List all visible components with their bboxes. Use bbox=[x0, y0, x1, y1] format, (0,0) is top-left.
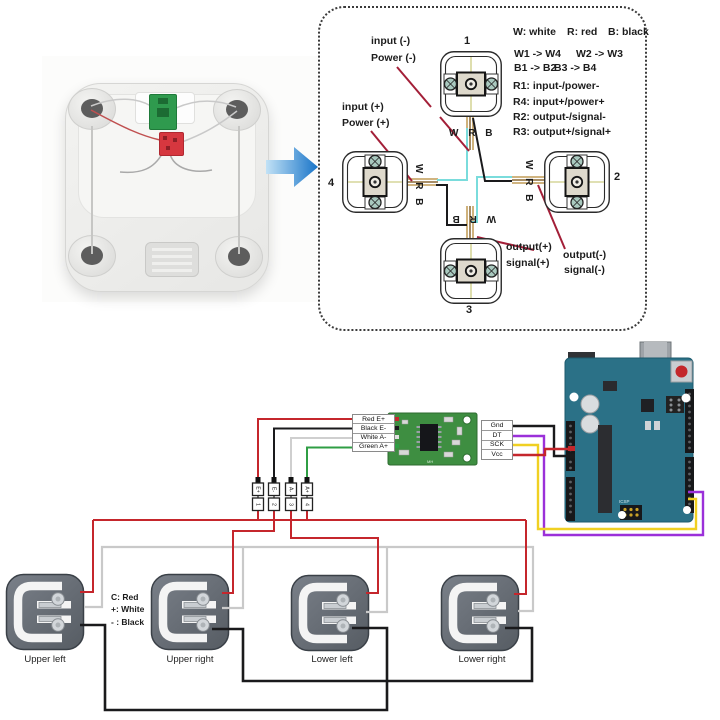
pin-label-green-a-plus: Green A+ bbox=[353, 441, 394, 451]
load-cell-symbol-2 bbox=[543, 150, 611, 214]
caption-upper-right: Upper right bbox=[166, 654, 214, 665]
legend-w-pair2: W2 -> W3 bbox=[576, 48, 623, 60]
battery-compartment bbox=[145, 242, 199, 277]
legend-r1: R1: input-/power- bbox=[513, 80, 600, 92]
power-minus-label: Power (-) bbox=[371, 52, 416, 64]
pin-label-white-a-minus: White A- bbox=[353, 432, 394, 442]
terminal-label: A+ bbox=[304, 486, 310, 492]
wrb-label-cell2: W R B bbox=[523, 160, 534, 205]
load-cell-symbol-3 bbox=[439, 237, 503, 305]
terminal-label: E+ bbox=[255, 486, 261, 492]
caption-upper-left: Upper left bbox=[24, 654, 66, 665]
input-minus-label: input (-) bbox=[371, 35, 411, 47]
pin-label-gnd: Gnd bbox=[490, 421, 504, 429]
legend-red: R: red bbox=[567, 26, 598, 38]
terminal-blocks: E+ E- A- A+ 1 2 3 4 bbox=[251, 477, 314, 512]
terminal-label: 2 bbox=[271, 503, 277, 506]
arduino-icsp-label: ICSP bbox=[619, 499, 630, 504]
load-cell-lower-left bbox=[292, 576, 369, 651]
cell-number-3: 3 bbox=[466, 304, 473, 316]
red-pcb bbox=[159, 132, 184, 156]
wrb-label-cell3: W R B bbox=[449, 213, 496, 224]
legend-r4: R4: input+/power+ bbox=[513, 96, 605, 108]
terminal-label: 3 bbox=[288, 503, 294, 506]
signal-minus-label: signal(-) bbox=[564, 264, 605, 276]
cell-number-1: 1 bbox=[464, 35, 471, 47]
wrb-label-cell1: W R B bbox=[449, 128, 496, 139]
caption-lower-right: Lower right bbox=[458, 654, 506, 665]
legend-plus-white: +: White bbox=[111, 604, 145, 615]
transition-arrow-icon bbox=[266, 147, 318, 187]
legend-white: W: white bbox=[513, 26, 556, 38]
signal-plus-label: signal(+) bbox=[506, 257, 550, 269]
output-minus-label: output(-) bbox=[563, 249, 607, 261]
legend-black: B: black bbox=[608, 26, 649, 38]
bottom-wires bbox=[80, 418, 705, 712]
output-plus-label: output(+) bbox=[506, 241, 552, 253]
terminal-label: 4 bbox=[304, 503, 310, 506]
load-cell-upper-right bbox=[152, 575, 229, 650]
cell-number-2: 2 bbox=[614, 171, 621, 183]
legend-minus-black: - : Black bbox=[111, 616, 145, 627]
input-plus-label: input (+) bbox=[342, 101, 384, 113]
hx711-board-label: MH bbox=[427, 459, 433, 464]
main-pcb bbox=[149, 94, 177, 130]
load-cell-symbol-4 bbox=[341, 150, 409, 214]
cell-number-4: 4 bbox=[328, 177, 335, 189]
pin-label-red-e-plus: Red E+ bbox=[362, 415, 385, 423]
pin-label-sck: SCK bbox=[482, 439, 512, 450]
lever-rod bbox=[91, 126, 93, 254]
cell-wire-legend: C: Red +: White - : Black bbox=[111, 591, 144, 628]
scale-photo bbox=[42, 56, 320, 302]
legend-b-pair1: B1 -> B2 bbox=[514, 62, 557, 74]
legend-r3: R3: output+/signal+ bbox=[513, 126, 612, 138]
legend-c-red: C: Red bbox=[111, 592, 139, 602]
load-cell-symbol-1 bbox=[439, 50, 503, 118]
caption-lower-left: Lower left bbox=[311, 654, 353, 665]
arduino-board: ICSP bbox=[564, 341, 694, 523]
terminal-label: A- bbox=[288, 487, 294, 492]
pin-label-black-e-minus: Black E- bbox=[353, 423, 394, 432]
legend-w-pair1: W1 -> W4 bbox=[514, 48, 561, 60]
terminal-label: 1 bbox=[255, 503, 261, 506]
legend-r2: R2: output-/signal- bbox=[513, 111, 606, 123]
hx711-board: MH bbox=[387, 412, 478, 466]
pin-label-dt: DT bbox=[482, 429, 512, 440]
pin-label-vcc: Vcc bbox=[482, 449, 512, 459]
load-cell-lower-right bbox=[442, 576, 519, 651]
load-cell-upper-left bbox=[7, 575, 84, 650]
legend-b-pair2: B3 -> B4 bbox=[554, 62, 597, 74]
power-plus-label: Power (+) bbox=[342, 117, 390, 129]
wrb-label-cell4: W R B bbox=[413, 164, 424, 209]
lever-rod bbox=[238, 126, 240, 254]
terminal-label: E- bbox=[271, 487, 277, 492]
hx711-left-pin-labels: Red E+ Black E- White A- Green A+ bbox=[352, 414, 395, 452]
hx711-right-pin-labels: Gnd DT SCK Vcc bbox=[481, 420, 513, 460]
